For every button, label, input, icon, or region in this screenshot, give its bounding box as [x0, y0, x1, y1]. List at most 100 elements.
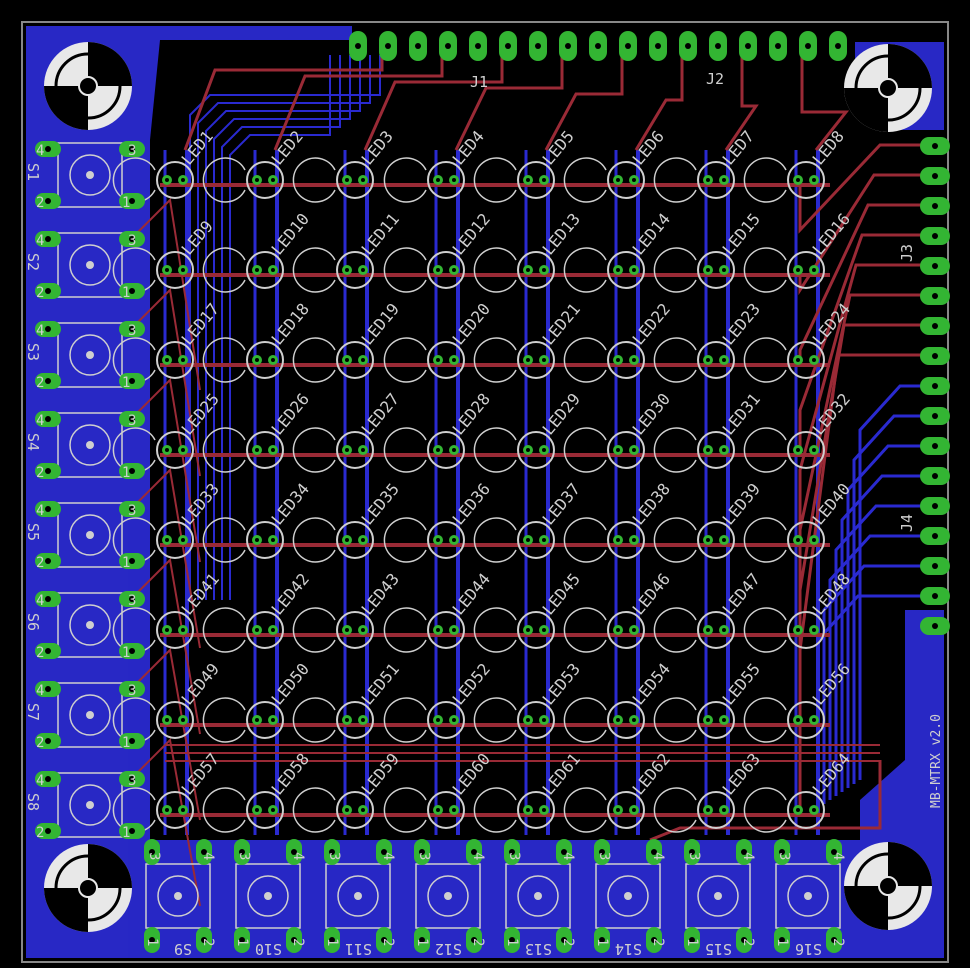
led-outline — [787, 791, 825, 829]
led-label: LED61 — [539, 749, 585, 798]
pad-drill — [452, 538, 456, 542]
pad-drill — [45, 738, 51, 744]
pad-drill — [632, 178, 636, 182]
led-label: LED5 — [539, 127, 578, 169]
led-flat-edge — [202, 247, 246, 293]
led-label: LED37 — [539, 479, 585, 528]
pad-drill — [181, 358, 185, 362]
bus-trace — [229, 55, 331, 600]
pad-drill — [436, 628, 440, 632]
led-label: LED29 — [539, 389, 585, 438]
connector-label-j2: J2 — [706, 70, 724, 88]
pad-drill — [812, 178, 816, 182]
pad-drill — [355, 43, 361, 49]
pad-drill — [452, 358, 456, 362]
switch-body — [235, 863, 301, 929]
switch-center — [86, 801, 94, 809]
led-flat-edge — [383, 427, 427, 473]
switch-pin-label: 3 — [236, 852, 252, 860]
pad-drill — [632, 718, 636, 722]
led-outline — [427, 251, 465, 289]
switch-actuator — [69, 424, 111, 466]
switch-pin-label: 3 — [506, 852, 522, 860]
switch-pin-label: 2 — [470, 938, 486, 946]
led-outline — [607, 791, 645, 829]
switch-pin-label: 2 — [36, 555, 44, 571]
pad-drill — [361, 358, 365, 362]
bus-trace — [846, 444, 935, 788]
pad-drill — [436, 538, 440, 542]
led-flat-edge — [563, 787, 607, 833]
led-outline — [427, 701, 465, 739]
led-label: LED4 — [449, 127, 488, 169]
led-outline — [697, 701, 735, 739]
led-outline — [427, 791, 465, 829]
pad-drill — [181, 538, 185, 542]
switch-center — [264, 892, 272, 900]
pad-drill — [239, 849, 245, 855]
pad-drill — [181, 268, 185, 272]
mounting-hole-ring — [54, 52, 122, 120]
bus-trace — [205, 55, 361, 600]
switch-body — [57, 322, 123, 388]
led-flat-edge — [473, 607, 517, 653]
led-label: LED18 — [268, 299, 314, 348]
led-flat-edge — [202, 337, 246, 383]
pad-drill — [436, 448, 440, 452]
pad-drill — [932, 533, 938, 539]
bus-trace — [834, 504, 935, 796]
pad-drill — [745, 43, 751, 49]
pad-drill — [831, 849, 837, 855]
switch-pin-label: 2 — [36, 285, 44, 301]
led-flat-edge — [743, 157, 787, 203]
pad-drill — [45, 558, 51, 564]
led-label: LED38 — [629, 479, 675, 528]
led-flat-edge — [563, 607, 607, 653]
pad-drill — [706, 808, 710, 812]
pad-drill — [526, 718, 530, 722]
pad-drill — [775, 43, 781, 49]
switch-label: S1 — [24, 163, 42, 181]
pad-drill — [471, 937, 477, 943]
pad-drill — [565, 43, 571, 49]
pad-drill — [345, 718, 349, 722]
row-feed-trace — [798, 353, 935, 815]
switch-trace — [129, 467, 201, 649]
pad-drill — [932, 503, 938, 509]
pad-drill — [542, 448, 546, 452]
led-label: LED17 — [178, 299, 224, 348]
switch-pin-label: 4 — [650, 852, 666, 860]
switch-pin-label: 1 — [234, 938, 250, 946]
pad-drill — [129, 596, 135, 602]
pad-drill — [599, 937, 605, 943]
pad-drill — [361, 448, 365, 452]
switch-trace — [129, 287, 201, 477]
pad-drill — [436, 808, 440, 812]
switch-pin-label: 3 — [326, 852, 342, 860]
pad-drill — [722, 628, 726, 632]
pad-drill — [271, 268, 275, 272]
anode-trace — [800, 45, 850, 151]
pad-drill — [45, 468, 51, 474]
pad-drill — [255, 808, 259, 812]
pad-drill — [561, 937, 567, 943]
pad-drill — [932, 413, 938, 419]
led-label: LED1 — [178, 127, 217, 169]
pad-drill — [542, 358, 546, 362]
led-outline — [607, 431, 645, 469]
pad-drill — [526, 808, 530, 812]
pad-drill — [361, 808, 365, 812]
led-flat-edge — [473, 517, 517, 563]
header-j1-j2 — [349, 31, 847, 61]
pad-drill — [651, 849, 657, 855]
led-flat-edge — [202, 607, 246, 653]
led-label: LED45 — [539, 569, 585, 618]
led-outline — [697, 791, 735, 829]
pad-drill — [812, 718, 816, 722]
pad-drill — [129, 828, 135, 834]
pad-drill — [361, 628, 365, 632]
